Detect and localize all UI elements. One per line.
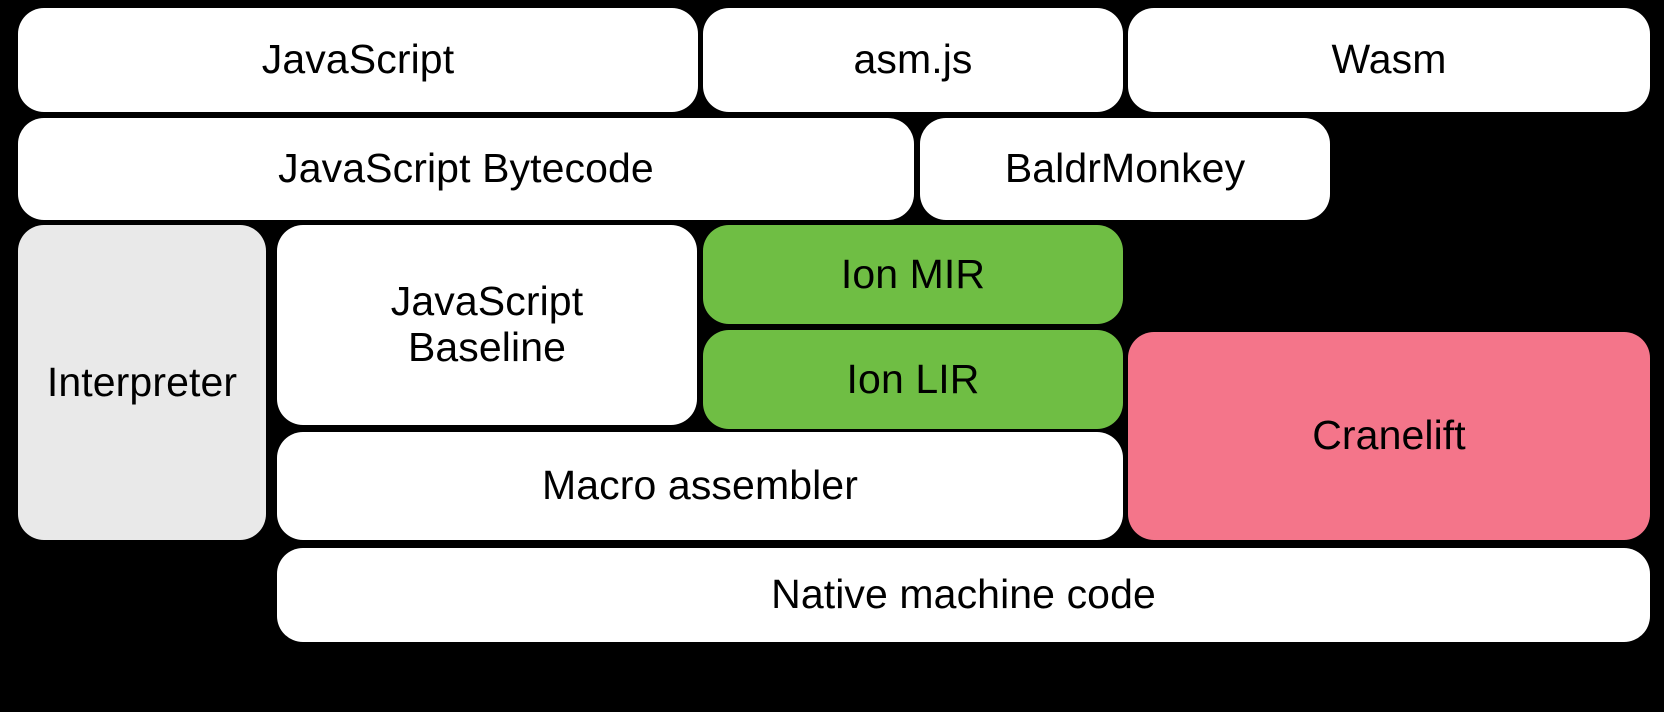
node-macro-assembler: Macro assembler bbox=[277, 432, 1123, 540]
node-wasm: Wasm bbox=[1128, 8, 1650, 112]
node-native-machine-code: Native machine code bbox=[277, 548, 1650, 642]
node-ion-lir: Ion LIR bbox=[703, 330, 1123, 429]
node-cranelift: Cranelift bbox=[1128, 332, 1650, 540]
node-asm-js: asm.js bbox=[703, 8, 1123, 112]
node-javascript-bytecode: JavaScript Bytecode bbox=[18, 118, 914, 220]
node-javascript: JavaScript bbox=[18, 8, 698, 112]
node-ion-mir: Ion MIR bbox=[703, 225, 1123, 324]
node-baldrmonkey: BaldrMonkey bbox=[920, 118, 1330, 220]
node-javascript-baseline: JavaScript Baseline bbox=[277, 225, 697, 425]
node-interpreter: Interpreter bbox=[18, 225, 266, 540]
